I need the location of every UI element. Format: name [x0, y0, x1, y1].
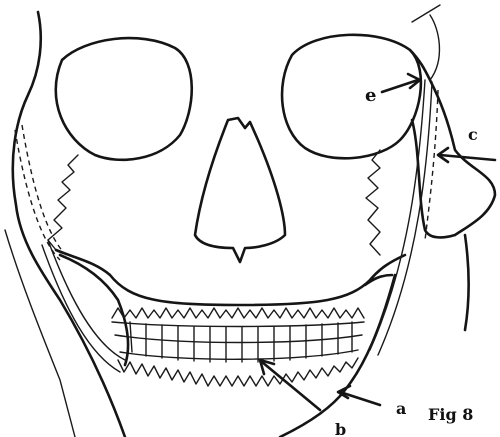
right-ramus	[465, 235, 469, 330]
arrow-c	[438, 148, 495, 162]
right-wire-dashed	[425, 90, 438, 240]
left-outer-line	[5, 230, 75, 437]
top-tick	[412, 5, 440, 22]
left-zygoma-zigzag	[48, 155, 78, 250]
upper-teeth	[112, 308, 364, 343]
label-c: c	[468, 125, 478, 144]
right-outer-line	[430, 15, 439, 80]
right-wire-1	[370, 80, 425, 350]
figure-caption: Fig 8	[428, 405, 473, 424]
right-orbit	[282, 35, 421, 159]
nasal-cavity	[195, 118, 285, 262]
right-zygoma-zigzag	[366, 150, 380, 255]
arrow-a	[338, 386, 380, 405]
left-face-outline	[13, 12, 125, 437]
maxilla-border	[56, 250, 405, 305]
left-wire-dashed	[15, 130, 60, 260]
arrow-e	[382, 74, 420, 92]
right-cheekbone	[410, 50, 495, 237]
label-e: e	[365, 85, 376, 106]
left-orbit	[56, 38, 192, 160]
lower-right-chin	[280, 275, 395, 437]
label-b: b	[335, 420, 346, 437]
label-a: a	[396, 399, 406, 418]
